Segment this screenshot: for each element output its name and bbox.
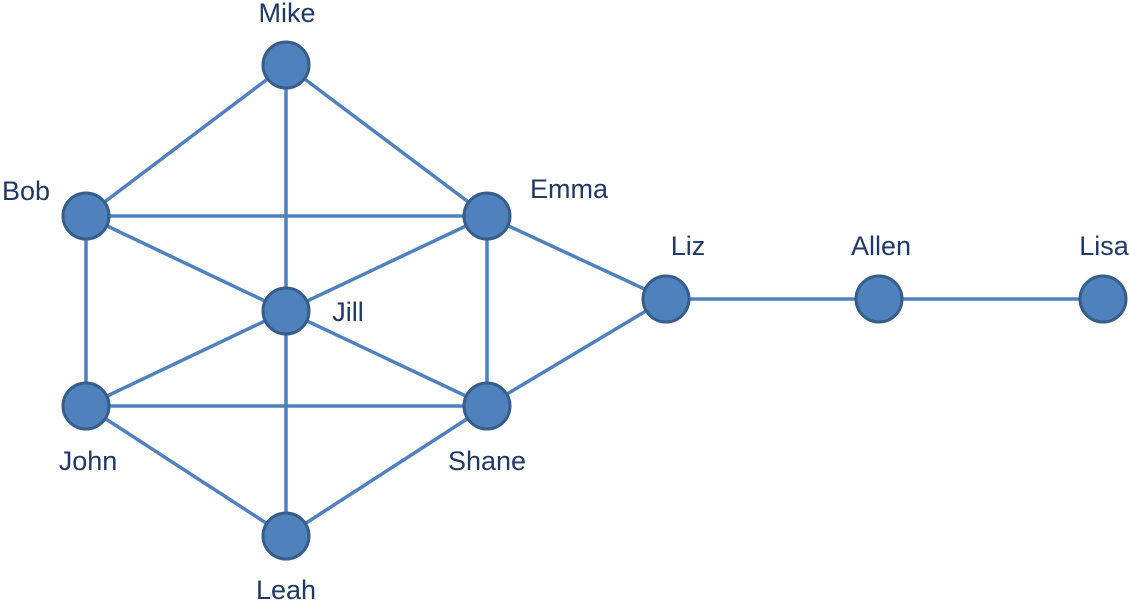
node-label-emma: Emma xyxy=(530,174,609,204)
edge-john-leah xyxy=(84,404,288,538)
node-label-leah: Leah xyxy=(256,575,316,601)
node-jill xyxy=(261,286,311,336)
node-allen xyxy=(854,274,904,324)
edge-shane-liz xyxy=(485,297,668,408)
edge-mike-bob xyxy=(84,63,288,218)
node-leah xyxy=(261,511,311,561)
node-lisa xyxy=(1078,274,1128,324)
edge-shane-leah xyxy=(284,404,489,538)
node-label-lisa: Lisa xyxy=(1079,231,1129,261)
node-label-bob: Bob xyxy=(2,176,50,206)
edge-emma-liz xyxy=(485,214,668,301)
node-emma xyxy=(462,191,512,241)
nodes-layer xyxy=(61,40,1128,561)
node-label-jill: Jill xyxy=(332,297,364,327)
edge-mike-emma xyxy=(284,63,489,218)
node-label-allen: Allen xyxy=(851,231,911,261)
node-mike xyxy=(261,40,311,90)
node-john xyxy=(61,381,111,431)
node-label-mike: Mike xyxy=(258,0,315,28)
edge-emma-jill xyxy=(284,214,489,313)
node-bob xyxy=(61,191,111,241)
node-label-shane: Shane xyxy=(448,446,526,476)
edge-jill-john xyxy=(84,309,288,408)
node-label-john: John xyxy=(59,446,118,476)
edge-bob-jill xyxy=(84,214,288,313)
edge-jill-shane xyxy=(284,309,489,408)
edges-layer xyxy=(84,63,1105,538)
node-shane xyxy=(462,381,512,431)
node-label-liz: Liz xyxy=(671,231,706,261)
node-liz xyxy=(641,274,691,324)
